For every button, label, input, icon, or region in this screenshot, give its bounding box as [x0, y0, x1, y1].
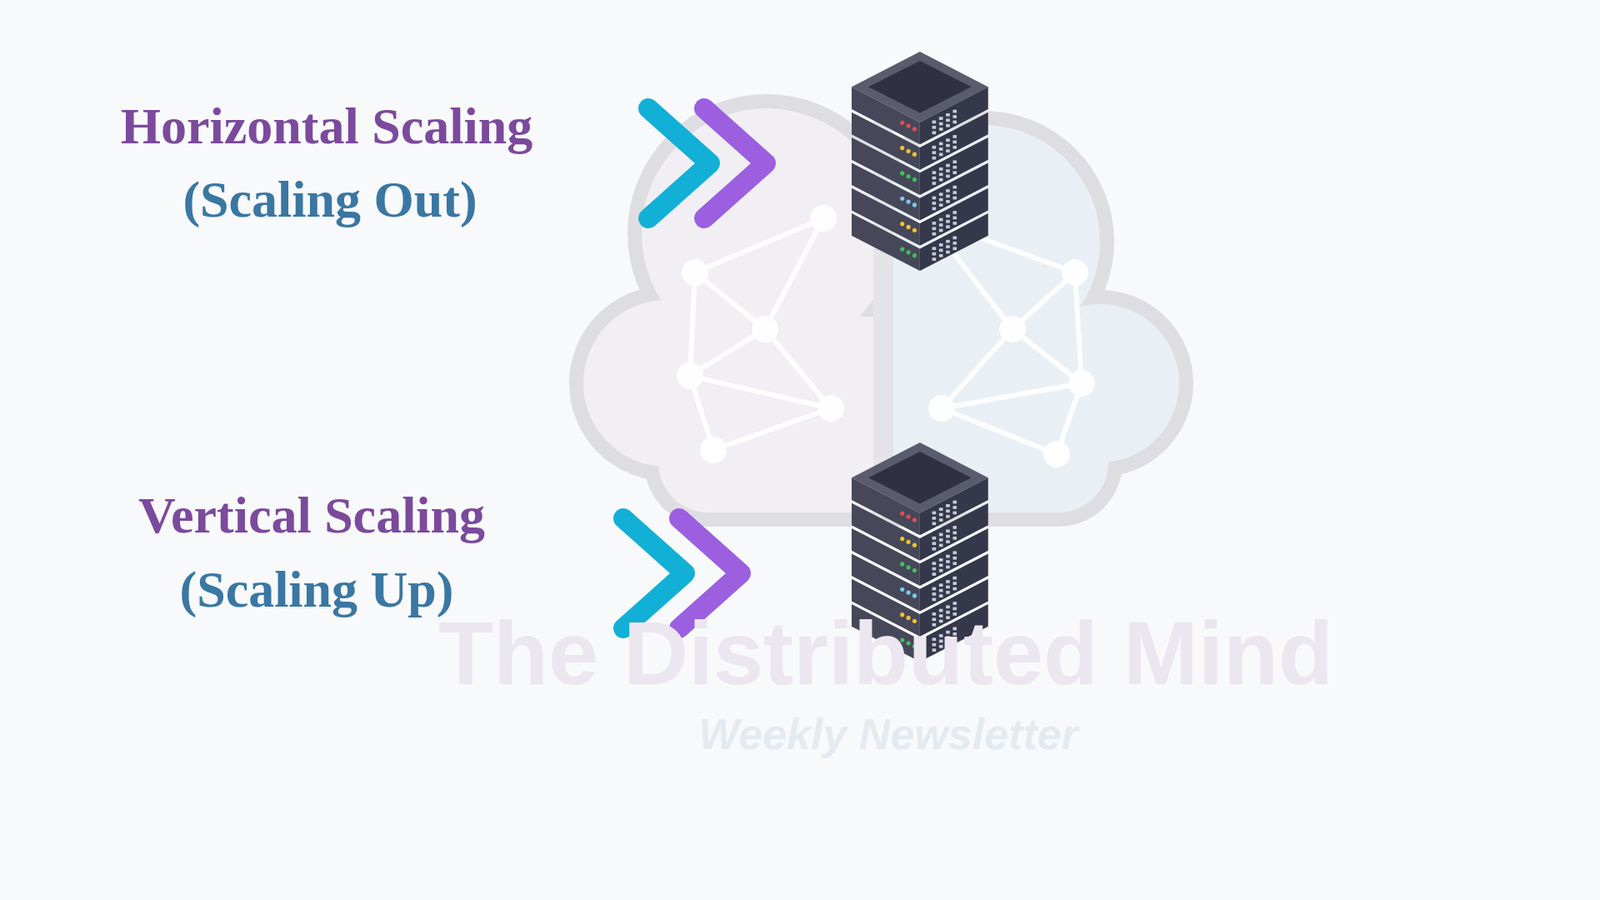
watermark: Weekly Newsletter [698, 712, 1079, 756]
watermark: The Distributed Mind [438, 608, 1334, 699]
section-heading: Vertical Scaling [138, 489, 485, 541]
chevron [648, 108, 710, 219]
chevron [704, 108, 766, 219]
section-subheading: (Scaling Up) [180, 563, 455, 615]
server-icon [851, 51, 989, 271]
cloud-watermark [583, 108, 1180, 517]
section-subheading: (Scaling Out) [182, 173, 477, 225]
section-heading: Horizontal Scaling [120, 100, 533, 152]
